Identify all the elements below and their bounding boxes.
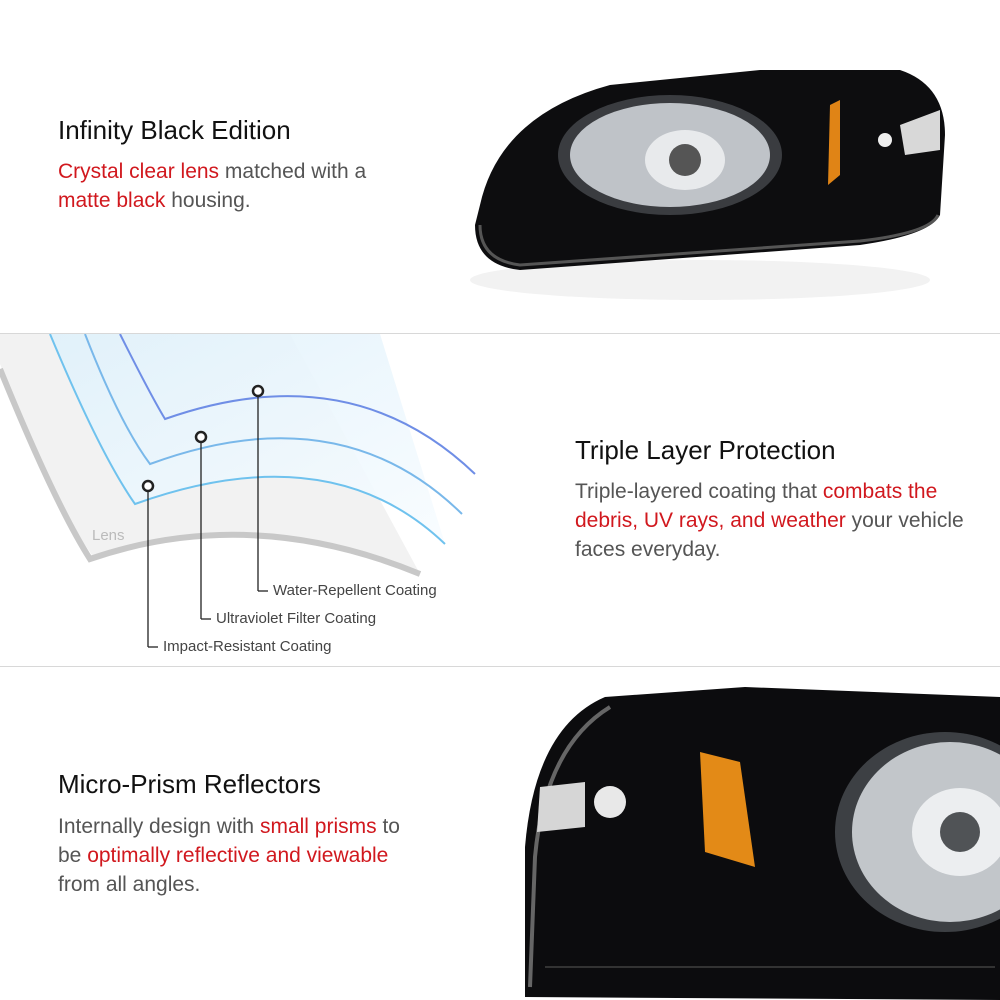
callout-ultraviolet-filter: Ultraviolet Filter Coating (216, 610, 377, 627)
callout-water-repellent: Water-Repellent Coating (273, 582, 437, 599)
feature-title: Triple Layer Protection (575, 435, 836, 465)
text: to be (58, 815, 400, 867)
section-divider (0, 333, 1000, 334)
text: housing. (165, 189, 251, 212)
section-divider (0, 666, 1000, 667)
callout-impact-resistant: Impact-Resistant Coating (163, 638, 332, 655)
feature-description: Internally design with small prisms to b… (58, 812, 428, 899)
feature-description: Crystal clear lens matched with a matte … (58, 157, 418, 215)
text: your vehicle faces everyday. (575, 509, 964, 561)
feature-micro-prism: Micro-Prism Reflectors Internally design… (0, 667, 1000, 1000)
text: from all angles. (58, 873, 201, 896)
text: Internally design with (58, 815, 260, 838)
feature-triple-layer: Lens Water-Repellent Coating Ultraviolet… (0, 334, 1000, 666)
lens-label: Lens (92, 527, 125, 544)
headlight-image (470, 70, 945, 300)
highlight-text: combats the debris, UV rays, and weather (575, 480, 938, 532)
feature-description: Triple-layered coating that combats the … (575, 477, 965, 564)
highlight-text: matte black (58, 189, 166, 212)
text: Triple-layered coating that (575, 480, 823, 503)
highlight-text: Crystal clear lens (58, 160, 220, 183)
highlight-text: optimally reflective and viewable (87, 844, 389, 867)
text: matched with a (219, 160, 367, 183)
feature-title: Infinity Black Edition (58, 115, 291, 145)
headlight-closeup-image (525, 687, 1000, 1000)
highlight-text: small prisms (259, 815, 377, 838)
feature-infinity-black: Infinity Black Edition Crystal clear len… (0, 0, 1000, 333)
coating-layers-diagram (0, 334, 476, 648)
feature-title: Micro-Prism Reflectors (58, 769, 321, 799)
